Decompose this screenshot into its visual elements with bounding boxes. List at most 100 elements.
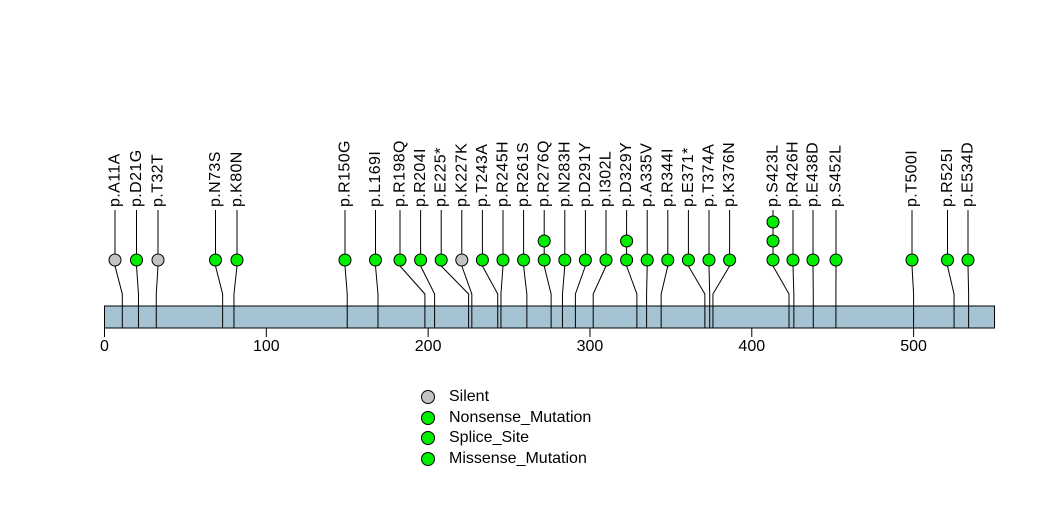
lollipop-connector	[440, 265, 470, 328]
lollipop-connector	[233, 265, 238, 328]
mutation-label: p.S452L	[828, 145, 845, 207]
lollipop-connector	[967, 265, 970, 328]
mutation-label: p.E438D	[805, 142, 822, 207]
mutation-circle	[723, 253, 737, 267]
lollipop-connector	[911, 265, 915, 328]
legend-item: Splice_Site	[421, 428, 591, 449]
mutation-circle	[829, 253, 843, 267]
mutation-circle	[475, 253, 489, 267]
mutation-label: p.R525I	[939, 148, 956, 207]
mutation-label: p.R198Q	[392, 140, 409, 207]
mutation-circle	[661, 253, 675, 267]
lollipop-connector	[660, 265, 669, 328]
mutation-circle	[558, 253, 572, 267]
lollipop-connector	[712, 265, 731, 328]
lollipop-connector	[561, 265, 566, 328]
mutation-label: p.T243A	[474, 144, 491, 207]
mutation-circle	[766, 234, 780, 248]
mutation-label: p.A335V	[639, 143, 656, 207]
lollipop-connector	[461, 265, 473, 328]
mutation-circle	[578, 253, 592, 267]
legend-swatch-icon	[421, 410, 435, 425]
mutation-label: p.D21G	[128, 149, 145, 207]
lollipop-connector	[481, 265, 499, 328]
lollipop-connector	[592, 265, 607, 328]
legend-label: Missense_Mutation	[449, 450, 587, 468]
mutation-label: p.T500I	[904, 150, 921, 207]
lollipop-connector	[626, 265, 638, 328]
mutation-circle	[393, 253, 407, 267]
mutation-circle	[620, 234, 634, 248]
mutation-circle	[681, 253, 695, 267]
mutation-circle	[517, 253, 531, 267]
mutation-circle	[905, 253, 919, 267]
mutation-circle	[599, 253, 613, 267]
lollipop-connector	[792, 265, 795, 328]
legend-label: Nonsense_Mutation	[449, 408, 592, 426]
mutation-label: p.R344I	[659, 148, 676, 207]
mutation-label: p.N283H	[556, 141, 573, 207]
legend-item: Nonsense_Mutation	[421, 408, 591, 429]
axis-tick-label: 400	[738, 338, 765, 355]
protein-backbone	[104, 305, 996, 329]
lollipop-connector	[155, 265, 159, 328]
lollipop-connector	[543, 265, 552, 328]
lollipop-connector	[574, 265, 586, 328]
lollipop-connector	[947, 265, 955, 328]
mutation-label: p.I302L	[598, 151, 615, 207]
axis-tick-label: 500	[900, 338, 927, 355]
mutation-label: p.S423L	[765, 145, 782, 207]
mutation-circle	[786, 253, 800, 267]
legend-swatch-icon	[421, 431, 435, 446]
lollipop-connector	[523, 265, 528, 328]
legend: Silent Nonsense_Mutation Splice_Site Mis…	[421, 387, 591, 469]
lollipop-connector	[420, 265, 436, 328]
mutation-label: p.E225*	[433, 147, 450, 207]
mutation-circle	[941, 253, 954, 267]
mutation-label: p.K80N	[229, 151, 246, 207]
lollipop-connector	[114, 265, 123, 328]
mutation-label: p.R204I	[412, 148, 429, 207]
axis-tick-label: 200	[415, 338, 442, 355]
mutation-label: p.A11A	[107, 153, 124, 207]
mutation-label: p.D291Y	[577, 142, 594, 207]
mutation-circle	[338, 253, 352, 267]
mutation-circle	[766, 215, 780, 229]
legend-label: Silent	[449, 388, 490, 406]
mutation-label: p.T374A	[701, 144, 718, 207]
lollipop-connector	[215, 265, 224, 328]
lollipop-connector	[646, 265, 648, 328]
legend-item: Missense_Mutation	[421, 449, 591, 470]
mutation-circle	[537, 253, 551, 267]
mutation-circle	[640, 253, 654, 267]
mutation-circle	[961, 253, 975, 267]
mutation-label: p.T32T	[150, 154, 167, 207]
mutation-circle	[766, 253, 780, 267]
mutation-circle	[108, 253, 122, 267]
mutation-label: p.E371*	[680, 147, 697, 207]
mutation-circle	[620, 253, 634, 267]
mutation-circle	[130, 253, 143, 267]
mutation-label: p.E534D	[960, 142, 977, 207]
mutation-label: p.R245H	[495, 141, 512, 207]
mutation-circle	[414, 253, 428, 267]
mutation-circle	[151, 253, 165, 267]
mutation-label: p.D329Y	[618, 142, 635, 207]
axis-tick-label: 100	[253, 338, 280, 355]
mutation-label: p.K376N	[721, 142, 738, 207]
mutation-label: p.R261S	[515, 142, 532, 207]
mutation-label: p.R426H	[785, 141, 802, 207]
mutation-label: p.R150G	[337, 140, 354, 207]
mutation-circle	[434, 253, 448, 267]
mutation-circle	[702, 253, 716, 267]
lollipop-connector	[687, 265, 706, 328]
lollipop-connector	[708, 265, 711, 328]
axis-tick-label: 300	[577, 338, 604, 355]
lollipop-connector	[500, 265, 504, 328]
mutation-label: p.K227K	[453, 143, 470, 207]
mutation-circle	[455, 253, 469, 267]
mutation-circle	[230, 253, 244, 267]
legend-item: Silent	[421, 387, 591, 408]
